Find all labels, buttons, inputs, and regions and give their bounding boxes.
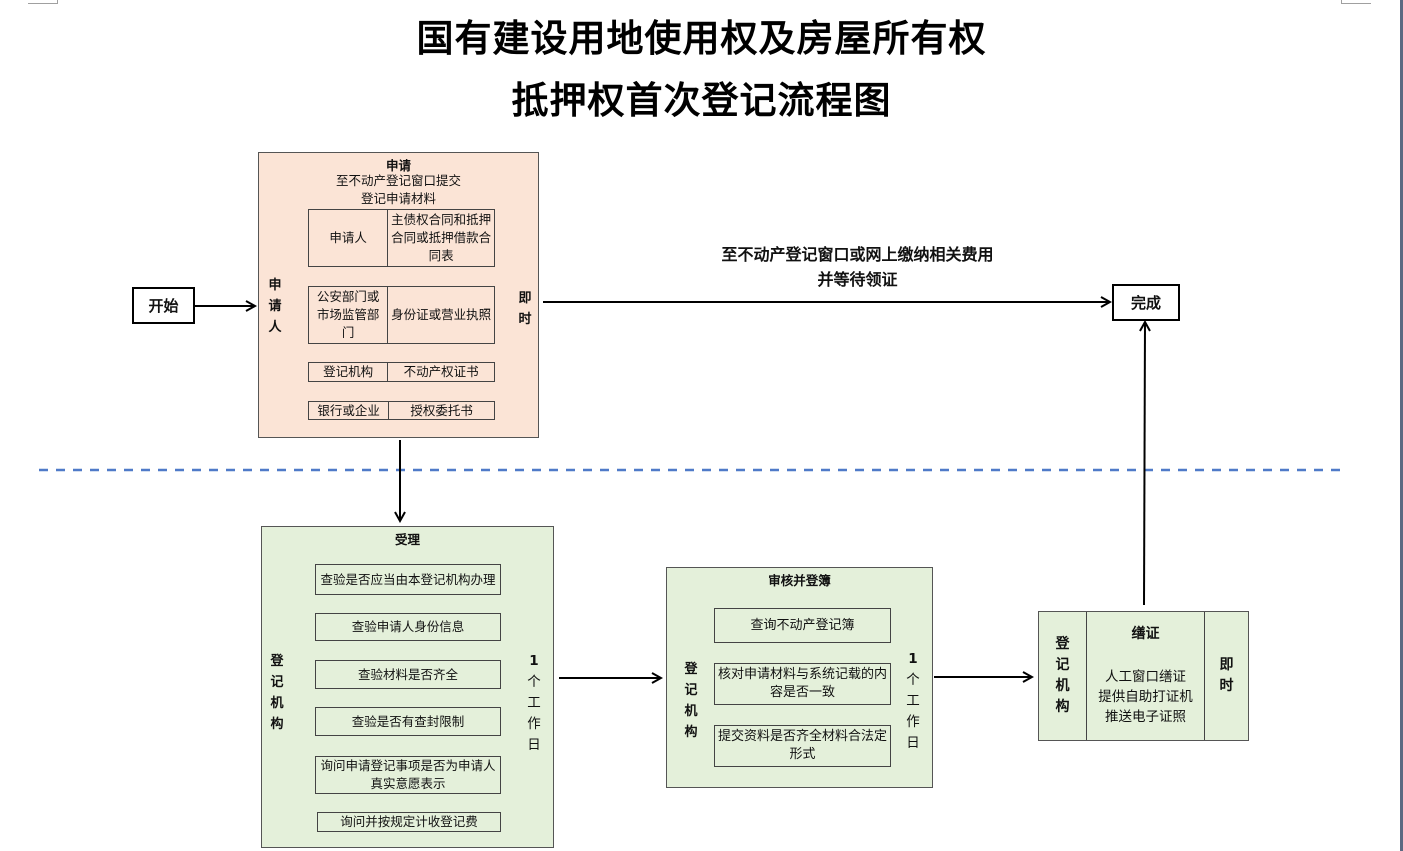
material-party: 申请人 — [308, 209, 389, 267]
material-document: 身份证或营业执照 — [388, 286, 495, 344]
timing-char: 即 — [518, 291, 532, 306]
material-row: 银行或企业 授权委托书 — [308, 401, 495, 420]
actor-char: 申 — [268, 278, 282, 293]
fee-note-line-2: 并等待领证 — [817, 270, 898, 289]
material-document: 不动产权证书 — [388, 362, 495, 382]
accept-step: 查验申请人身份信息 — [315, 613, 501, 641]
actor-char: 构 — [1055, 699, 1070, 715]
material-document: 主债权合同和抵押合同或抵押借款合同表 — [388, 209, 495, 267]
actor-char: 记 — [270, 675, 284, 690]
review-actor-label: 登 记 机 构 — [683, 659, 699, 743]
actor-char: 机 — [270, 696, 284, 711]
material-party: 银行或企业 — [308, 401, 390, 420]
actor-char: 请 — [268, 299, 282, 314]
certify-line: 提供自助打证机 — [1098, 689, 1193, 705]
page-corner-mark-left — [28, 0, 58, 4]
accept-step: 询问并按规定计收登记费 — [317, 812, 501, 832]
accept-step: 查验是否有查封限制 — [315, 707, 501, 736]
actor-char: 记 — [684, 683, 698, 698]
timing-char: 作 — [906, 714, 920, 730]
end-node[interactable]: 完成 — [1112, 284, 1180, 321]
certify-actor-cell: 登 记 机 构 — [1039, 612, 1087, 740]
review-step: 查询不动产登记簿 — [714, 608, 891, 643]
timing-char: 时 — [518, 312, 532, 327]
material-party: 公安部门或市场监管部门 — [308, 286, 389, 344]
apply-timing-label: 即 时 — [517, 288, 533, 330]
start-label: 开始 — [148, 297, 179, 315]
certify-content-cell: 缮证 人工窗口缮证 提供自助打证机 推送电子证照 — [1087, 612, 1205, 740]
end-label: 完成 — [1130, 294, 1161, 312]
accept-panel: 受理 登 记 机 构 1 个 工 作 日 查验是否应当由本登记机构办理 查验申请… — [261, 526, 554, 848]
diagram-title-line-2: 抵押权首次登记流程图 — [511, 78, 892, 122]
actor-char: 构 — [684, 725, 698, 740]
accept-step: 查验是否应当由本登记机构办理 — [315, 564, 501, 595]
certify-title: 缮证 — [1131, 626, 1160, 642]
actor-char: 登 — [684, 662, 698, 677]
material-row: 公安部门或市场监管部门 身份证或营业执照 — [308, 286, 495, 344]
material-party: 登记机构 — [308, 362, 389, 382]
page-corner-mark-right — [1341, 0, 1371, 4]
diagram-title-line-1: 国有建设用地使用权及房屋所有权 — [416, 16, 987, 60]
apply-actor-label: 申 请 人 — [267, 275, 283, 338]
review-title: 审核并登簿 — [768, 573, 831, 588]
apply-subtitle-line-2: 登记申请材料 — [360, 191, 436, 206]
certify-line: 人工窗口缮证 — [1105, 669, 1186, 685]
timing-char: 工 — [527, 695, 541, 711]
actor-char: 记 — [1055, 657, 1070, 673]
review-timing-label: 1 个 工 作 日 — [905, 649, 921, 754]
timing-char: 日 — [527, 737, 541, 753]
material-document: 授权委托书 — [389, 401, 495, 420]
start-node[interactable]: 开始 — [132, 287, 195, 324]
certify-panel: 登 记 机 构 缮证 人工窗口缮证 提供自助打证机 推送电子证照 即 时 — [1038, 611, 1249, 741]
certify-lines: 人工窗口缮证 提供自助打证机 推送电子证照 — [1087, 667, 1204, 727]
actor-char: 机 — [684, 704, 698, 719]
vertical-scrollbar[interactable] — [1400, 0, 1403, 851]
arrow-certify-to-end — [1144, 322, 1145, 606]
material-row: 申请人 主债权合同和抵押合同或抵押借款合同表 — [308, 209, 495, 267]
accept-step: 查验材料是否齐全 — [315, 660, 501, 689]
apply-title: 申请 — [385, 158, 411, 173]
review-step: 核对申请材料与系统记载的内容是否一致 — [714, 663, 891, 705]
fee-note: 至不动产登记窗口或网上缴纳相关费用 并等待领证 — [640, 242, 1075, 292]
actor-char: 登 — [1055, 636, 1070, 652]
timing-char: 1 — [908, 651, 918, 667]
timing-char: 时 — [1219, 678, 1234, 694]
actor-char: 构 — [270, 717, 284, 732]
accept-title: 受理 — [394, 532, 420, 547]
certify-line: 推送电子证照 — [1105, 709, 1186, 725]
accept-timing-label: 1 个 工 作 日 — [526, 651, 542, 756]
review-step: 提交资料是否齐全材料合法定形式 — [714, 725, 891, 767]
apply-subtitle-line-1: 至不动产登记窗口提交 — [335, 173, 461, 188]
certify-timing-label: 即 时 — [1219, 655, 1235, 697]
material-row: 登记机构 不动产权证书 — [308, 362, 495, 382]
timing-char: 工 — [906, 693, 920, 709]
timing-char: 即 — [1219, 657, 1234, 673]
actor-char: 登 — [270, 654, 284, 669]
certify-actor-label: 登 记 机 构 — [1055, 634, 1071, 718]
apply-panel: 申请 至不动产登记窗口提交 登记申请材料 申 请 人 即 时 申请人 主债权合同… — [258, 152, 539, 438]
actor-char: 机 — [1055, 678, 1070, 694]
timing-char: 作 — [527, 716, 541, 732]
timing-char: 个 — [906, 672, 920, 688]
certify-timing-cell: 即 时 — [1205, 612, 1248, 740]
timing-char: 个 — [527, 674, 541, 690]
timing-char: 1 — [529, 653, 539, 669]
accept-actor-label: 登 记 机 构 — [269, 651, 285, 735]
review-panel: 审核并登簿 登 记 机 构 1 个 工 作 日 查询不动产登记簿 核对申请材料与… — [666, 567, 933, 788]
actor-char: 人 — [268, 320, 282, 335]
fee-note-line-1: 至不动产登记窗口或网上缴纳相关费用 — [721, 245, 994, 264]
accept-step: 询问申请登记事项是否为申请人真实意愿表示 — [315, 756, 501, 794]
timing-char: 日 — [906, 735, 920, 751]
